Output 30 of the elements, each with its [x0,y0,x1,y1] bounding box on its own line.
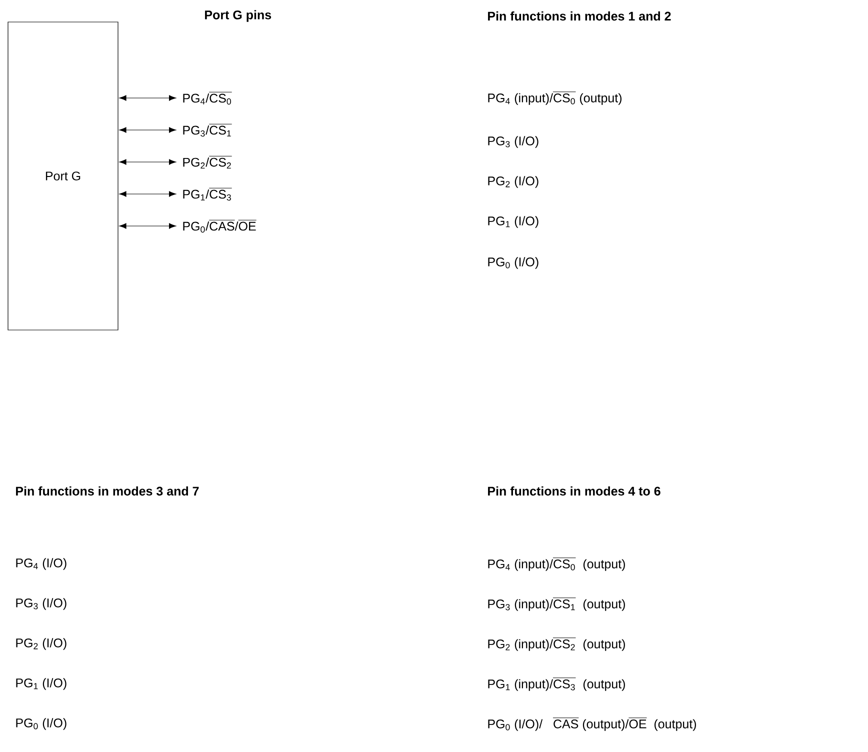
pin-function: $\text{PG}_{\text{3}}\text{ (I/O)}$ [488,136,538,148]
arrow [119,127,176,133]
arrow [119,95,176,101]
pin-function: $\text{PG}_{\text{3}}\text{ (input)/}\overline{\text{CS}_{\text{1}}}\text{\ \ (output)}$ [488,598,625,611]
pin-function: $\text{PG}_{\text{1}}\text{ (input)/}\overline{\text{CS}_{\text{3}}}\text{\ \ (output)}$ [488,678,625,691]
pin-function: $\text{PG}_{\text{4}}\text{ (input)/}\overline{\text{CS}_{\text{0}}}\text{ (output)}$ [488,92,622,105]
arrow [119,159,176,165]
pin-function: $\text{PG}_{\text{2}}\text{ (input)/}\overline{\text{CS}_{\text{2}}}\text{\ \ (output)}$ [488,638,625,651]
pin-function: $\text{PG}_{\text{0}}\text{ (I/O)/\ \ \ }\overline{\text{CAS}}\text{ (output)/}\overline{\text{OE}}\text{\ \ (output)}$ [488,718,696,731]
heading: Port G pins [205,10,272,22]
heading: Pin functions in modes 4 to 6 [488,486,660,496]
arrow [119,191,176,197]
pin-function: $\text{PG}_{\text{2}}\text{ (I/O)}$ [16,638,66,650]
pin-label: $\text{PG}_{\text{4}}\text{/}\overline{\text{CS}_{\text{0}}}$ [183,92,232,105]
pin-label: $\text{PG}_{\text{1}}\text{/}\overline{\text{CS}_{\text{3}}}$ [183,188,232,201]
pin-function: $\text{PG}_{\text{0}}\text{ (I/O)}$ [16,718,66,730]
port-box: Port G [8,22,118,330]
heading: Pin functions in modes 3 and 7 [16,486,199,496]
heading: Pin functions in modes 1 and 2 [488,11,671,21]
pin-label: $\text{PG}_{\text{0}}\text{/}\overline{\text{CAS}}\text{/}\overline{\text{OE}}$ [183,220,256,233]
pin-label: $\text{PG}_{\text{2}}\text{/}\overline{\text{CS}_{\text{2}}}$ [183,156,232,169]
pin-function: $\text{PG}_{\text{2}}\text{ (I/O)}$ [488,176,538,188]
pin-function: $\text{PG}_{\text{0}}\text{ (I/O)}$ [488,257,538,269]
pin-label: $\text{PG}_{\text{3}}\text{/}\overline{\text{CS}_{\text{1}}}$ [183,124,232,137]
pin-function: $\text{PG}_{\text{4}}\text{ (I/O)}$ [16,558,66,570]
pin-function: $\text{PG}_{\text{3}}\text{ (I/O)}$ [16,598,66,610]
pin-function: $\text{PG}_{\text{1}}\text{ (I/O)}$ [16,678,66,690]
pin-function: $\text{PG}_{\text{4}}\text{ (input)/}\overline{\text{CS}_{\text{0}}}\text{\ \ (output)}$ [488,558,625,571]
pin-function: $\text{PG}_{\text{1}}\text{ (I/O)}$ [488,216,538,228]
arrow [119,223,176,229]
